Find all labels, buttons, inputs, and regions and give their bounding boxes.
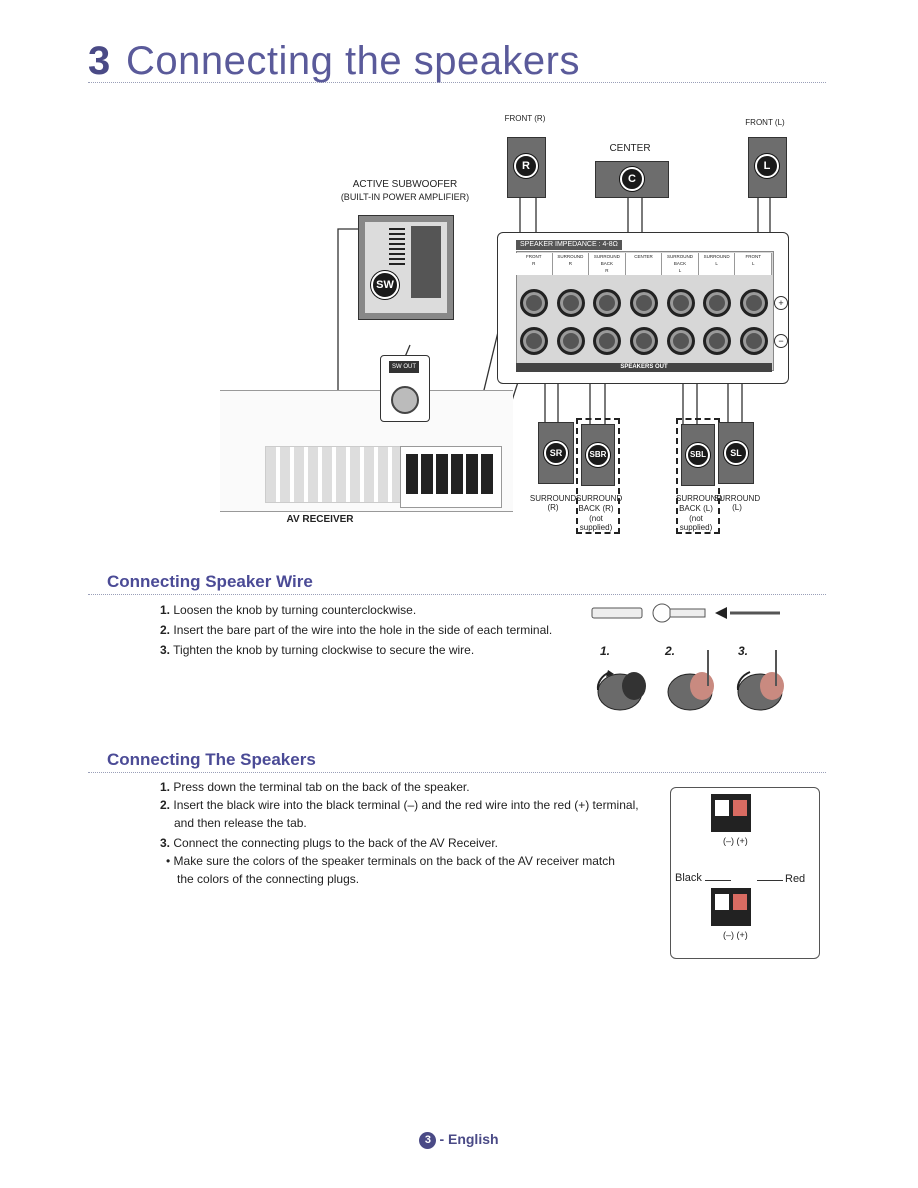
speaker-terminal xyxy=(556,327,585,355)
speaker-badge: SBR xyxy=(586,443,610,467)
wire-section-heading: Connecting Speaker Wire xyxy=(107,572,313,591)
speaker-badge: C xyxy=(620,167,644,191)
fig-label-1: 1. xyxy=(600,644,611,658)
surround-back-l-label-3: (not supplied) xyxy=(679,514,713,532)
front-r-label: FRONT (R) xyxy=(504,114,546,123)
sw-out-callout: SW OUT xyxy=(380,355,430,422)
speaker-terminal xyxy=(703,327,732,355)
fig-label-3: 3. xyxy=(738,644,749,658)
surround-back-r-group: SBR xyxy=(576,418,620,534)
speakers-out-label: SPEAKERS OUT xyxy=(516,363,772,372)
speaker-steps: 1. Press down the terminal tab on the ba… xyxy=(160,778,650,888)
speaker-terminal xyxy=(739,289,768,317)
speaker-terminal xyxy=(520,327,549,355)
connection-diagram: FRONT (R) R CENTER C FRONT (L) L ACTIVE … xyxy=(0,100,918,550)
speaker-terminal xyxy=(593,289,622,317)
footer-text: - English xyxy=(439,1131,499,1147)
surround-l-label: SURROUND (L) xyxy=(713,494,761,512)
terminal-knob-illustration xyxy=(596,650,784,711)
front-l-speaker: L xyxy=(748,137,787,198)
speaker-terminal xyxy=(666,327,695,355)
bullet-note: • Make sure the colors of the speaker te… xyxy=(166,854,615,868)
center-speaker: C xyxy=(595,161,669,198)
subwoofer: SW xyxy=(358,215,454,320)
surround-r-speaker: SR xyxy=(538,422,574,484)
speaker-badge: R xyxy=(514,154,538,178)
chapter-title: Connecting the speakers xyxy=(126,39,580,83)
sw-out-label: SW OUT xyxy=(389,361,419,373)
speaker-terminal xyxy=(703,289,732,317)
speaker-terminal xyxy=(630,327,658,355)
panel-column-header: CENTER xyxy=(625,253,663,275)
speaker-badge: L xyxy=(755,154,779,178)
chapter-number: 3 xyxy=(88,39,111,83)
speaker-badge: SR xyxy=(544,441,568,465)
av-receiver xyxy=(220,390,513,512)
plus-sign: + xyxy=(774,296,788,310)
speaker-terminal xyxy=(556,289,585,317)
speakers-section-heading: Connecting The Speakers xyxy=(107,750,316,769)
bullet-note: the colors of the connecting plugs. xyxy=(177,872,360,886)
wire-steps: 1. Loosen the knob by turning counterclo… xyxy=(160,600,580,660)
speaker-terminal xyxy=(739,327,768,355)
list-item: 2. Insert the black wire into the black … xyxy=(160,798,639,812)
speaker-terminal xyxy=(520,289,549,317)
list-item: 3. Connect the connecting plugs to the b… xyxy=(160,836,499,850)
black-label: Black xyxy=(675,872,702,884)
wire-strip-illustration xyxy=(591,603,780,623)
speaker-terminal xyxy=(630,289,658,317)
surround-back-l-label-1: SURROUND xyxy=(676,494,723,503)
list-item: 3. Tighten the knob by turning clockwise… xyxy=(160,643,475,657)
av-receiver-label: AV RECEIVER xyxy=(286,514,354,525)
front-l-label: FRONT (L) xyxy=(745,118,785,127)
polarity-label-top: (–) (+) xyxy=(723,836,748,846)
page-number-badge: 3 xyxy=(419,1132,437,1149)
front-r-speaker: R xyxy=(507,137,546,198)
subwoofer-label-2: (BUILT-IN POWER AMPLIFIER) xyxy=(340,192,470,202)
surround-back-r-label-1: SURROUND xyxy=(576,494,623,503)
list-item: 1. Loosen the knob by turning counterclo… xyxy=(160,603,417,617)
polarity-label-bottom: (–) (+) xyxy=(723,930,748,940)
list-item: 2. Insert the bare part of the wire into… xyxy=(160,623,553,637)
center-label: CENTER xyxy=(609,143,651,154)
surround-back-r-label-2: BACK (R) xyxy=(578,504,614,513)
sw-badge: SW xyxy=(371,271,399,299)
speaker-terminal xyxy=(666,289,695,317)
speaker-badge: SBL xyxy=(686,443,710,467)
fig-label-2: 2. xyxy=(665,644,676,658)
surround-r-label: SURROUND (R) xyxy=(529,494,577,512)
page-footer: 3- English xyxy=(0,1131,918,1149)
subwoofer-label-1: ACTIVE SUBWOOFER xyxy=(352,179,458,190)
page-title: 3 Connecting the speakers xyxy=(88,40,826,83)
list-item: 1. Press down the terminal tab on the ba… xyxy=(160,780,470,794)
red-label: Red xyxy=(785,873,806,885)
speaker-badge: SL xyxy=(724,441,748,465)
speaker-terminal-figure: (–) (+) Black Red (–) (+) xyxy=(670,787,820,959)
surround-l-speaker: SL xyxy=(718,422,754,484)
surround-back-l-label-2: BACK (L) xyxy=(679,504,713,513)
impedance-label: SPEAKER IMPEDANCE : 4-8Ω xyxy=(516,240,622,250)
list-item: and then release the tab. xyxy=(174,816,307,830)
surround-back-r-label-3: (not supplied) xyxy=(579,514,613,532)
speaker-terminal xyxy=(593,327,622,355)
minus-sign: − xyxy=(774,334,788,348)
